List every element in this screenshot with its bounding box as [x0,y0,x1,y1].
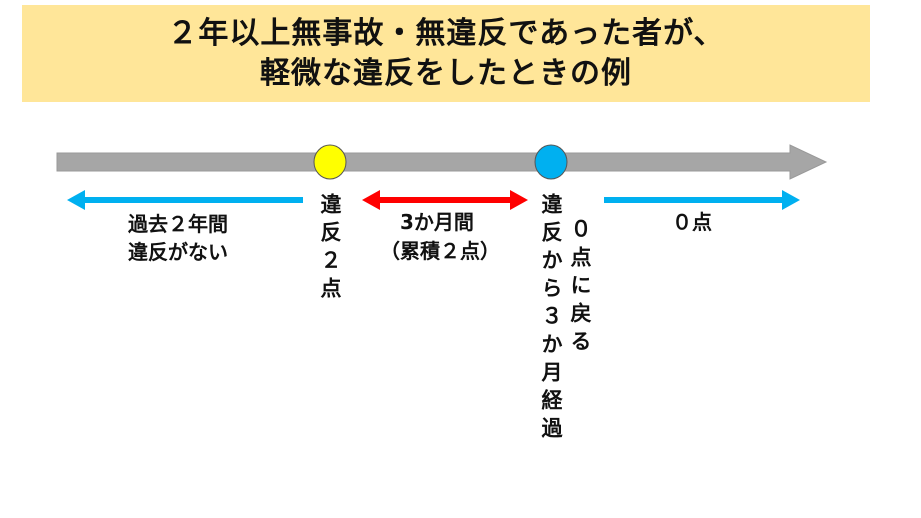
elapsed-label: 違反から３か月経過 [539,193,563,445]
past-period-arrow [67,190,303,210]
past-label-1: 過去２年間 [128,212,228,236]
reset-point-marker [534,144,568,180]
after-label: ０点 [672,210,712,234]
violation-point-marker [313,144,347,180]
timeline-arrow [56,144,828,180]
period-label-1: 3か月間 [400,210,474,234]
three-month-double-arrow [362,190,528,210]
past-label-2: 違反がない [128,240,228,264]
period-label-2: （累積２点） [380,239,500,263]
after-period-arrow [604,190,800,210]
title-banner: ２年以上無事故・無違反であった者が、 軽微な違反をしたときの例 [22,5,870,102]
title-line-1: ２年以上無事故・無違反であった者が、 [167,16,725,51]
violation-label: 違反２点 [318,193,342,305]
reset-label: ０点に戻る [568,218,592,358]
title-line-2: 軽微な違反をしたときの例 [260,56,632,91]
